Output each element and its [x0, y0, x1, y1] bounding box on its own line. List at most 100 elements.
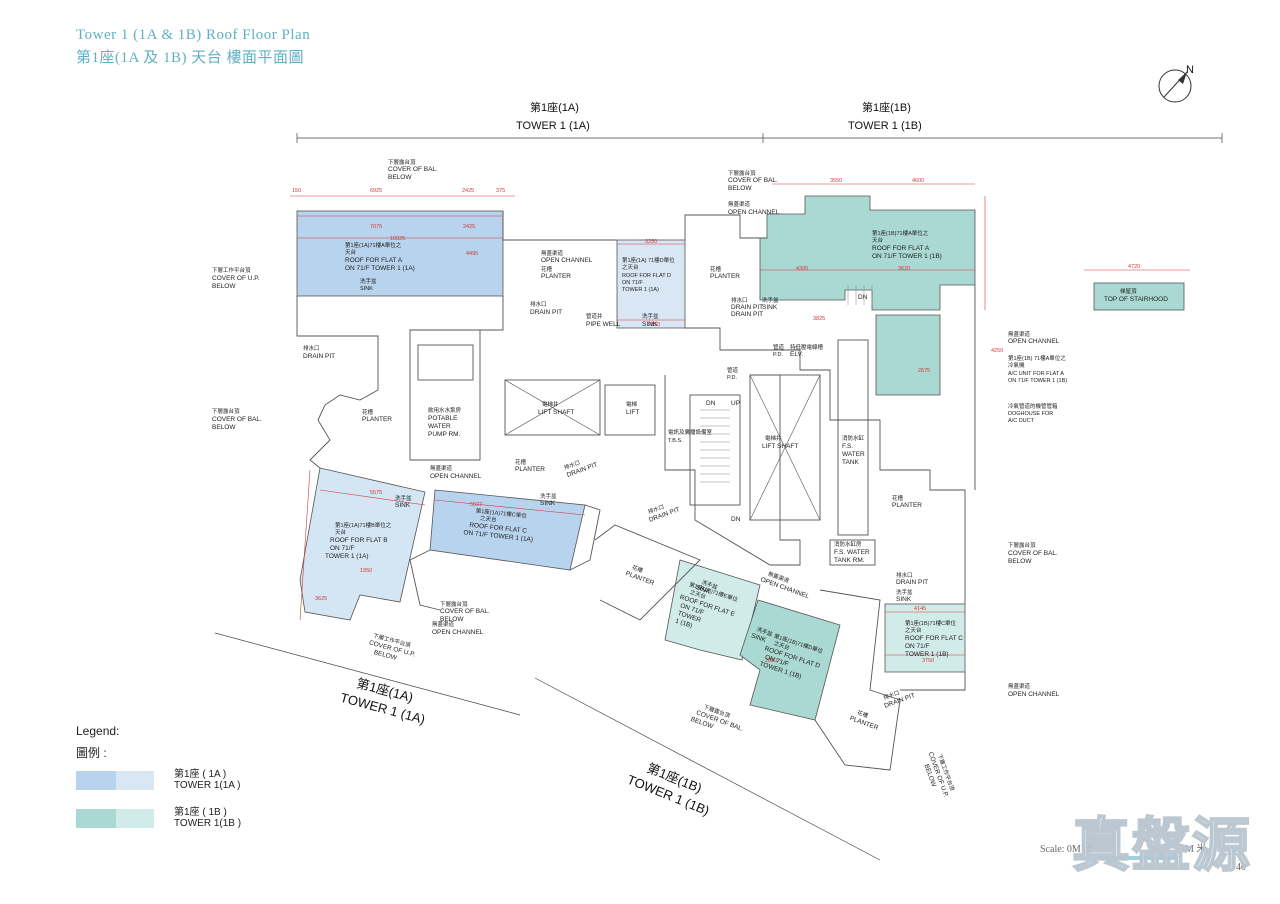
svg-text:排水口: 排水口 — [731, 296, 748, 304]
dim-7075: 7075 — [370, 224, 382, 230]
dim-4720: 4720 — [1128, 264, 1140, 270]
note-open-channel-1b-right: 無蓋渠道 OPEN CHANNEL — [1008, 682, 1060, 698]
svg-text:F.S. WATER: F.S. WATER — [834, 549, 870, 556]
svg-text:SINK: SINK — [762, 304, 778, 311]
dim-5027: 5027 — [470, 502, 482, 508]
stair-treads — [700, 285, 873, 483]
note-drain-pit-1b-left: 排水口 DRAIN PIT — [647, 502, 681, 523]
svg-text:天台: 天台 — [335, 528, 347, 536]
note-sink-1a-d: 洗手盆 SINK — [642, 312, 659, 328]
label-lift-shaft-left: 電梯井 LIFT SHAFT — [538, 400, 574, 416]
legend-swatch-1b-dark — [76, 809, 116, 828]
note-open-channel-1a-bottom: 無蓋渠道 OPEN CHANNEL — [432, 620, 484, 636]
svg-text:BELOW: BELOW — [440, 616, 464, 623]
svg-text:洗手盆: 洗手盆 — [395, 494, 412, 502]
svg-text:COVER OF BAL.: COVER OF BAL. — [212, 416, 262, 423]
svg-text:SINK: SINK — [750, 632, 767, 644]
label-roof-flat-d-1a: 第1座(1A) 71樓D單位 之天台 ROOF FOR FLAT D ON 71… — [622, 256, 675, 293]
legend-swatch-1a-light — [116, 771, 154, 790]
note-cover-bal-left: 下層露台頂 COVER OF BAL. BELOW — [212, 407, 262, 431]
svg-text:花槽: 花槽 — [541, 265, 553, 273]
svg-text:COVER OF BAL.: COVER OF BAL. — [388, 166, 438, 173]
tower-1a-top-en: TOWER 1 (1A) — [516, 120, 590, 132]
svg-text:管道: 管道 — [773, 343, 785, 351]
note-planter-1b-bottom: 花槽 PLANTER — [849, 708, 880, 732]
svg-text:BELOW: BELOW — [1008, 558, 1032, 565]
svg-text:OPEN CHANNEL: OPEN CHANNEL — [432, 629, 484, 636]
svg-text:下層露台頂: 下層露台頂 — [1008, 541, 1036, 549]
svg-text:SINK: SINK — [896, 596, 912, 603]
svg-text:ON 71/F: ON 71/F — [905, 643, 930, 650]
svg-text:A/C UNIT FOR FLAT A: A/C UNIT FOR FLAT A — [1008, 371, 1064, 377]
svg-text:無蓋渠道: 無蓋渠道 — [1008, 682, 1031, 690]
dim-3750: 3750 — [922, 658, 934, 664]
svg-text:PLANTER: PLANTER — [710, 273, 740, 280]
top-stairhood-area — [1093, 282, 1185, 311]
svg-text:下層露台頂: 下層露台頂 — [212, 407, 240, 415]
note-sink-1b-a: 洗手盆 SINK — [762, 296, 779, 311]
legend-heading-en: Legend: — [76, 724, 120, 738]
svg-text:第1座(1B) 71樓A單位之: 第1座(1B) 71樓A單位之 — [1008, 354, 1066, 362]
svg-text:管道井: 管道井 — [586, 312, 603, 320]
svg-text:WATER: WATER — [842, 451, 865, 458]
svg-text:ROOF FOR FLAT A: ROOF FOR FLAT A — [345, 257, 403, 264]
note-open-channel-1a: 無蓋渠道 OPEN CHANNEL — [541, 249, 593, 264]
svg-text:TOWER 1 (1A): TOWER 1 (1A) — [325, 553, 369, 560]
svg-text:洗手盆: 洗手盆 — [540, 492, 557, 500]
svg-text:DRAIN PIT: DRAIN PIT — [731, 304, 763, 311]
svg-text:電梯井: 電梯井 — [542, 400, 559, 408]
note-drain-pit-center: 排水口 DRAIN PIT — [563, 458, 599, 479]
svg-text:TOWER 1 (1A): TOWER 1 (1A) — [622, 287, 659, 293]
svg-text:無蓋渠道: 無蓋渠道 — [432, 620, 455, 628]
svg-text:ON 71/F TOWER 1 (1B): ON 71/F TOWER 1 (1B) — [872, 253, 942, 260]
note-cover-bal-1b-right: 下層露台頂 COVER OF BAL. BELOW — [1008, 541, 1058, 565]
svg-text:TOWER 1 (1B): TOWER 1 (1B) — [905, 651, 949, 658]
tower-1b-bottom-label: 第1座(1B) TOWER 1 (1B) — [625, 760, 711, 818]
svg-text:TANK RM.: TANK RM. — [834, 557, 865, 564]
roof-flat-b-1a-area — [299, 467, 426, 621]
svg-text:花槽: 花槽 — [892, 494, 904, 502]
svg-text:OPEN CHANNEL: OPEN CHANNEL — [728, 209, 780, 216]
note-planter-1b-right: 花槽 PLANTER — [892, 494, 922, 509]
roof-flat-a-1a-area — [296, 210, 504, 297]
note-drain-pit-left: 排水口 DRAIN PIT — [303, 344, 335, 360]
svg-text:梯屋頂: 梯屋頂 — [1120, 287, 1137, 295]
svg-text:第1座(1B)71樓A單位之: 第1座(1B)71樓A單位之 — [872, 229, 929, 237]
svg-text:OPEN CHANNEL: OPEN CHANNEL — [1008, 691, 1060, 698]
svg-text:下層露台頂: 下層露台頂 — [440, 600, 468, 608]
svg-text:無蓋渠道: 無蓋渠道 — [541, 249, 564, 257]
svg-text:T.B.S.: T.B.S. — [668, 438, 683, 444]
svg-text:SINK: SINK — [540, 500, 556, 507]
plan-title-en: Tower 1 (1A & 1B) Roof Floor Plan — [76, 27, 311, 43]
svg-text:WATER: WATER — [428, 423, 451, 430]
svg-text:POTABLE: POTABLE — [428, 415, 458, 422]
note-planter-mid: 花槽 PLANTER — [710, 265, 740, 280]
stair-up-1: UP — [731, 400, 740, 407]
stair-dn-3: DN — [858, 294, 868, 301]
dim-4305: 4305 — [796, 266, 808, 272]
label-top-stairhood: 梯屋頂 TOP OF STAIRHOOD — [1104, 287, 1168, 303]
svg-text:花槽: 花槽 — [631, 563, 645, 574]
svg-text:ON 71/F TOWER 1 (1A): ON 71/F TOWER 1 (1A) — [345, 265, 415, 272]
svg-text:電梯: 電梯 — [626, 400, 638, 408]
scale-label: Scale: 0M 米 — [1040, 844, 1094, 855]
svg-text:SINK: SINK — [360, 286, 373, 292]
note-cover-up-1b-bottom: 下層工作平台頂 COVER OF U.P. BELOW — [922, 751, 956, 798]
label-roof-flat-b-1a: 第1座(1A)71樓B單位之 天台 ROOF FOR FLAT B ON 71/… — [325, 521, 392, 560]
note-sink-1a-c: 洗手盆 SINK — [540, 492, 557, 507]
svg-text:電訊及廣播設備室: 電訊及廣播設備室 — [668, 428, 713, 436]
label-pd-2: 管道 P.D. — [727, 366, 739, 381]
svg-text:COVER OF U.P.: COVER OF U.P. — [212, 275, 260, 282]
svg-text:洗手盆: 洗手盆 — [642, 312, 659, 320]
svg-text:管道: 管道 — [727, 366, 739, 374]
dim-2850: 2850 — [648, 322, 660, 328]
legend-1b-zh: 第1座 ( 1B ) — [174, 807, 227, 818]
svg-text:洗手盆: 洗手盆 — [762, 296, 779, 304]
label-ac-unit: 第1座(1B) 71樓A單位之 冷氣機 A/C UNIT FOR FLAT A … — [1008, 354, 1067, 384]
svg-text:LIFT: LIFT — [626, 409, 639, 416]
svg-text:第1座(1B)71樓C單位: 第1座(1B)71樓C單位 — [905, 619, 957, 627]
roof-flat-d-1b-area — [739, 599, 841, 721]
svg-text:花槽: 花槽 — [856, 708, 870, 719]
svg-text:下層露台頂: 下層露台頂 — [388, 158, 416, 166]
plan-title-zh: 第1座(1A 及 1B) 天台 樓面平面圖 — [76, 50, 305, 66]
